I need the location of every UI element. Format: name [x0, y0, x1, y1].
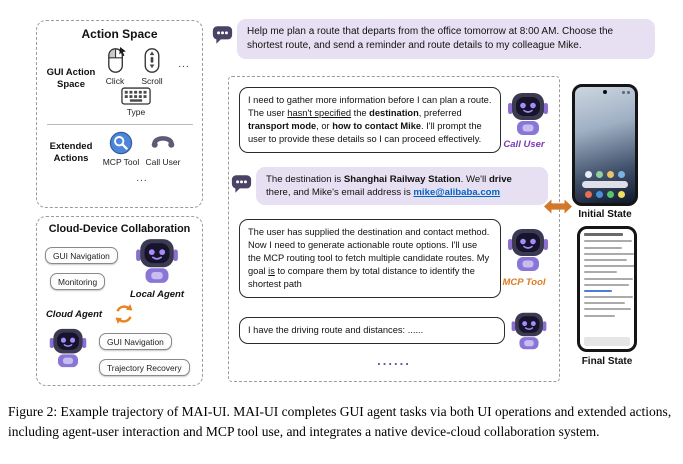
mcp-tool-action-label: MCP Tool — [502, 277, 546, 288]
user-message-2: The destination is Shanghai Railway Stat… — [256, 167, 548, 206]
app-icon — [618, 171, 625, 178]
click-action-label: Click — [105, 76, 125, 86]
gui-navigation-cloud-button: GUI Navigation — [99, 333, 172, 350]
thought-text: , or — [316, 121, 333, 132]
user-chat-bubble-icon — [231, 174, 252, 194]
camera-icon — [603, 90, 607, 94]
text-line — [584, 252, 634, 255]
agent-thought-1: I need to gather more information before… — [239, 87, 501, 154]
app-icon-row — [581, 191, 629, 198]
extended-actions-label: Extended Actions — [49, 141, 93, 164]
email-link[interactable]: mike@alibaba.com — [413, 187, 501, 199]
initial-state-phone — [572, 84, 638, 206]
mouse-scroll-icon — [143, 47, 161, 74]
call-user-action-label: Call User — [503, 139, 545, 150]
user-message-1: Help me plan a route that departs from t… — [237, 19, 655, 59]
app-icon — [607, 171, 614, 178]
agent-thought-2: The user has supplied the destination an… — [239, 219, 501, 299]
text-line — [584, 302, 626, 305]
thought-text: the — [351, 108, 370, 119]
initial-state-label: Initial State — [578, 209, 632, 220]
agent-robot-icon — [511, 311, 547, 351]
app-icon — [607, 191, 614, 198]
collaboration-title: Cloud-Device Collaboration — [48, 223, 191, 235]
keyboard-area — [584, 337, 630, 346]
agent-robot-icon — [507, 227, 549, 273]
thought-text-bold: destination — [369, 108, 419, 119]
user-chat-bubble-icon — [212, 25, 233, 45]
mouse-click-icon — [105, 47, 127, 74]
text-line — [584, 233, 623, 237]
status-icon — [627, 91, 630, 94]
text-line — [584, 240, 632, 243]
figure-caption: Figure 2: Example trajectory of MAI-UI. … — [8, 404, 672, 440]
text-line — [584, 277, 633, 280]
reply-text: there, and Mike's email address is — [266, 187, 414, 199]
gui-action-space-label: GUI Action Space — [46, 67, 96, 90]
mcp-tool-icon — [109, 131, 133, 155]
mcp-tool-label: MCP Tool — [102, 157, 140, 167]
gui-navigation-local-button: GUI Navigation — [45, 247, 118, 264]
search-bar — [582, 181, 628, 188]
home-screen-dock — [575, 168, 635, 198]
app-icon — [585, 171, 592, 178]
action-space-panel: Action Space GUI Action Space Click Scro… — [36, 20, 203, 208]
text-line — [584, 271, 618, 274]
status-icon — [622, 91, 625, 94]
scroll-action-label: Scroll — [141, 76, 163, 86]
reply-text-bold: drive — [488, 174, 512, 185]
thought-text: The user has supplied the destination an… — [248, 227, 490, 277]
app-icon — [585, 191, 592, 198]
reply-text: The destination is — [266, 174, 344, 185]
gui-actions-ellipsis: ... — [178, 59, 190, 70]
cloud-agent-robot-icon — [49, 327, 87, 369]
app-icon-row — [581, 171, 629, 178]
text-line — [584, 283, 630, 286]
agent-robot-icon — [507, 91, 549, 137]
thought-text: to compare them by total distance to ide… — [248, 266, 475, 290]
text-line — [584, 289, 613, 292]
thought-text-bold: transport mode — [248, 121, 317, 132]
final-state-phone — [577, 226, 637, 352]
cloud-device-sync-icon — [113, 303, 135, 325]
agent-message-3: I have the driving route and distances: … — [239, 317, 505, 345]
thought-text-underline: hasn't specified — [287, 108, 352, 119]
keyboard-icon — [121, 87, 151, 105]
reply-text-bold: Shanghai Railway Station — [343, 174, 461, 185]
app-icon — [596, 171, 603, 178]
final-state-label: Final State — [581, 356, 633, 367]
agent-trajectory-box: I need to gather more information before… — [228, 76, 560, 382]
thought-text: , preferred — [418, 108, 462, 119]
local-agent-robot-icon — [135, 237, 179, 285]
continuation-dots: ...... — [377, 353, 411, 368]
text-line — [584, 308, 631, 311]
panel-divider — [47, 124, 193, 125]
cloud-agent-label: Cloud Agent — [45, 309, 103, 320]
text-line — [584, 265, 634, 268]
type-action-label: Type — [126, 107, 146, 117]
call-user-icon — [151, 133, 175, 153]
thought-text-underline: is — [268, 266, 275, 277]
app-icon — [596, 191, 603, 198]
thought-text-bold: how to contact Mike — [332, 121, 422, 132]
call-user-label: Call User — [145, 157, 181, 167]
reply-text: . We'll — [460, 174, 489, 185]
text-line — [584, 258, 628, 261]
trajectory-recovery-button: Trajectory Recovery — [99, 359, 190, 376]
cloud-device-collaboration-panel: Cloud-Device Collaboration GUI Navigatio… — [36, 216, 203, 386]
extended-actions-ellipsis: ... — [136, 173, 148, 184]
action-space-title: Action Space — [81, 27, 158, 41]
thought-text: . I'll prompt the user to provide these … — [248, 121, 482, 145]
text-line — [584, 314, 616, 317]
app-icon — [618, 191, 625, 198]
monitoring-button: Monitoring — [50, 273, 106, 290]
thought-text: I need to gather more information before… — [248, 95, 492, 119]
local-agent-label: Local Agent — [129, 289, 184, 300]
text-line — [584, 246, 622, 249]
text-line — [584, 296, 634, 299]
